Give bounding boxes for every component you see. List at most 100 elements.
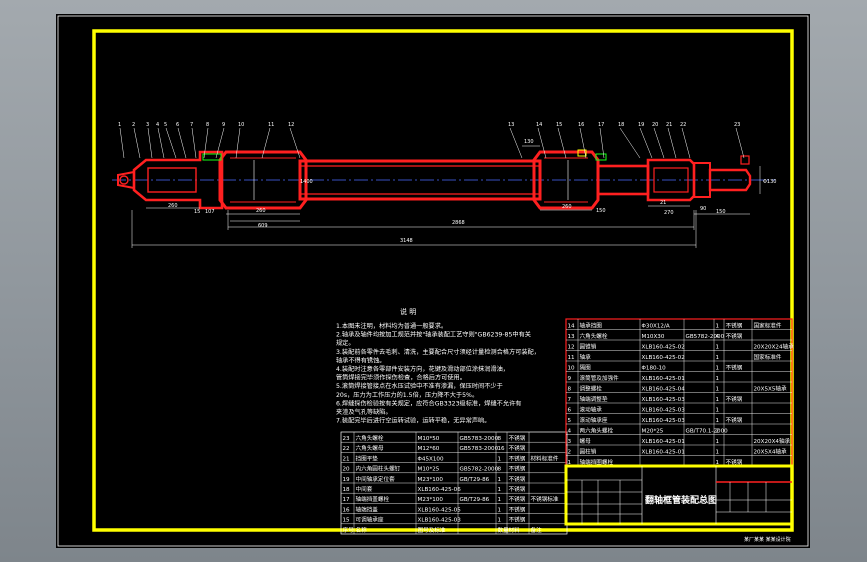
bom-cell-qty: 1 xyxy=(716,386,720,392)
bom-cell-note: 国家标准件 xyxy=(754,321,782,329)
bom-cell-mat: 不锈钢 xyxy=(509,434,526,442)
bom-cell-name: 可调轴承座 xyxy=(356,516,384,524)
left-grease-fitting xyxy=(202,153,222,161)
bom-cell-qty: 1 xyxy=(498,518,502,524)
bom-cell-mat: 不锈钢 xyxy=(726,363,743,371)
bom-cell-no: 23 xyxy=(343,436,351,442)
bom-cell-code: XLB160-425-03 xyxy=(418,518,462,524)
note-line: 2.轴承及轴件均按加工规范并按"轴承装配工艺守则"GB6239-85中有关 xyxy=(336,331,531,339)
bom-cell-note: 20X5X5轴承 xyxy=(754,384,787,392)
bom-cell-mat: 不锈钢 xyxy=(509,454,526,462)
balloon-2: 2 xyxy=(132,122,135,128)
bom-cell-std: GB5782-2000 xyxy=(460,467,499,473)
right-hub-lug xyxy=(577,149,587,157)
drawing-sheet[interactable] xyxy=(56,14,810,548)
bom-cell-no: 21 xyxy=(343,456,351,462)
bom-cell-code: Φ30X12/A xyxy=(642,323,670,329)
bom-cell-qty: 数量 xyxy=(498,526,510,534)
bom-cell-name: 轴承挡圈 xyxy=(580,321,603,329)
bom-cell-no: 18 xyxy=(343,487,351,493)
bom-cell-note: 20X20X24轴承 xyxy=(754,342,795,350)
bom-cell-note: 备注 xyxy=(531,526,543,534)
title-block: 翻轴框管装配总图 xyxy=(564,464,794,526)
bom-cell-std: GB5782-2000 xyxy=(686,334,725,340)
balloon-15: 15 xyxy=(556,122,562,128)
balloon-17: 17 xyxy=(598,122,604,128)
dim-d12: 150 xyxy=(716,209,726,215)
bom-cell-code: 图号及标准 xyxy=(418,526,446,534)
dim-d13: Φ130 xyxy=(763,179,776,185)
bom-cell-qty: 1 xyxy=(716,355,720,361)
bom-cell-name: 名称 xyxy=(356,526,368,534)
bom-cell-code: Φ45X100 xyxy=(418,456,444,462)
bom-cell-code: XLB160-425-03 xyxy=(642,397,686,403)
bom-cell-code: M10*25 xyxy=(418,467,440,473)
balloon-3: 3 xyxy=(146,122,149,128)
bom-cell-name: 轴端挡圈螺栓 xyxy=(580,458,614,466)
balloon-14: 14 xyxy=(536,122,542,128)
left-shaft-end xyxy=(117,170,135,190)
dim-d11: 90 xyxy=(700,206,706,212)
bom-table-right: 1 4 轴承挡圈 Φ30X12/A 1 不锈钢 国家标准件 1 3 六角头螺栓 M10X30 GB57… xyxy=(565,318,795,467)
dim-d10: 270 xyxy=(664,210,674,216)
bom-cell-mat: 不锈钢 xyxy=(726,458,743,466)
bom-cell-no: 7 xyxy=(568,397,572,403)
bom-cell-mat: 不锈钢 xyxy=(726,416,743,424)
dim-d7: 260 xyxy=(562,204,572,210)
bom-cell-name: 两六角头螺栓 xyxy=(580,426,614,434)
balloon-21: 21 xyxy=(666,122,672,128)
dim-d9: 21 xyxy=(660,200,666,206)
bom-cell-no: 3 xyxy=(568,439,572,445)
bom-cell-qty: 1 xyxy=(716,397,720,403)
bom-cell-code: M23*100 xyxy=(418,497,444,503)
shaft-assembly xyxy=(112,149,775,210)
bom-cell-qty: 1 xyxy=(716,418,720,424)
bom-cell-name: 六角头螺栓 xyxy=(580,332,608,340)
dim-d2: 15 xyxy=(194,209,200,215)
balloon-8: 8 xyxy=(206,122,209,128)
balloon-5: 5 xyxy=(164,122,167,128)
bom-cell-no: 4 xyxy=(568,428,572,434)
bom-cell-name: 隔圈 xyxy=(580,363,592,371)
bom-cell-no: 1 xyxy=(568,460,572,466)
bom-cell-name: 轴端调整垫 xyxy=(580,395,608,403)
bom-cell-qty: 4 xyxy=(716,334,720,340)
bom-cell-no: 20 xyxy=(343,467,351,473)
note-line: 轴承不得有锈蚀。 xyxy=(336,356,386,364)
bom-cell-qty: 1 xyxy=(716,449,720,455)
bom-cell-qty: 1 xyxy=(498,456,502,462)
notes-body: 1.本图未注明，材料均为普通一般要求。2.轴承及轴件均按加工规范并按"轴承装配工… xyxy=(336,322,540,425)
bom-cell-mat: 不锈钢 xyxy=(509,505,526,513)
right-journal xyxy=(653,167,689,193)
bom-cell-no: 10 xyxy=(568,365,576,371)
bom-cell-code: Φ180-10 xyxy=(642,365,667,371)
bom-cell-no: 11 xyxy=(568,355,576,361)
bom-cell-mat: 材料 xyxy=(509,526,521,534)
bom-cell-no: 12 xyxy=(568,344,575,350)
dim-d8: 150 xyxy=(596,208,606,214)
bom-cell-name: 滚筒管及加强件 xyxy=(580,374,620,382)
bom-cell-code: XLB160-425-03 xyxy=(642,407,686,413)
bom-cell-qty: 16 xyxy=(498,446,506,452)
bom-cell-std: GB/T29-86 xyxy=(460,477,490,483)
balloon-23: 23 xyxy=(734,122,740,128)
bom-cell-qty: 1 xyxy=(716,439,720,445)
note-line: 4.装配时注意各零部件安装方向，花键及滑动部位涂抹润滑油， xyxy=(336,365,509,373)
leader-lines xyxy=(119,127,745,159)
note-line: 5.滚筒焊接管接点在水压试验中不准有渗漏，保压时间不少于 xyxy=(336,382,503,390)
bom-cell-code: M10X30 xyxy=(642,334,665,340)
dim-total: 3148 xyxy=(400,238,413,244)
bom-cell-qty: 1 xyxy=(716,460,720,466)
bom-cell-mat: 不锈钢 xyxy=(726,321,743,329)
bom-cell-qty: 8 xyxy=(498,467,502,473)
bom-cell-no: 5 xyxy=(568,418,572,424)
bom-cell-no: 9 xyxy=(568,376,572,382)
balloon-16: 16 xyxy=(578,122,584,128)
right-grease-fitting xyxy=(595,153,607,161)
bom-cell-no: 22 xyxy=(343,446,350,452)
balloon-19: 19 xyxy=(638,122,644,128)
